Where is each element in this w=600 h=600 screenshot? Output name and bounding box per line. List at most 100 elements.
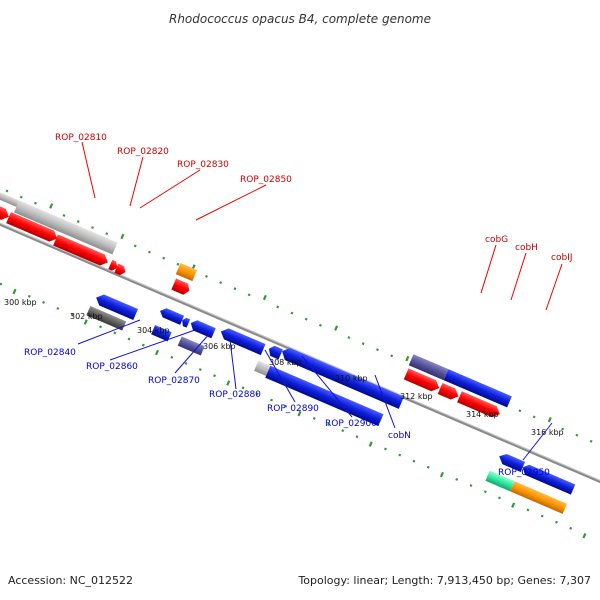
- tick-label: 308 kbp: [269, 358, 302, 367]
- tick-mark: [148, 250, 151, 254]
- tick-mark: [540, 514, 544, 518]
- reverse-label-lines: [77, 319, 553, 461]
- gene-rop-02855[interactable]: [171, 278, 191, 297]
- gene-rop-02800[interactable]: [0, 177, 20, 207]
- gene-label-rop-02860[interactable]: ROP_02860: [86, 362, 138, 372]
- tick-mark: [205, 275, 208, 278]
- leader-line: [195, 184, 267, 221]
- gene-label-rop-02840[interactable]: ROP_02840: [24, 348, 76, 358]
- gene-label-rop-02950[interactable]: ROP_02950: [498, 468, 550, 478]
- gene-rop-02880[interactable]: [177, 336, 205, 356]
- backbone: [0, 203, 600, 491]
- gene-rop-02870a[interactable]: [188, 318, 216, 339]
- tick-mark: [426, 465, 430, 469]
- gene-rop-02815[interactable]: [6, 212, 59, 244]
- leader-line: [545, 263, 563, 311]
- leader-line: [374, 374, 396, 429]
- gene-rop-02955[interactable]: [510, 481, 567, 514]
- tick-mark: [241, 386, 245, 390]
- leader-line: [229, 339, 237, 390]
- gene-rop-02825[interactable]: [108, 259, 119, 272]
- gene-rop-02865[interactable]: [180, 317, 191, 328]
- tick-mark: [555, 520, 558, 524]
- gene-rop-02905[interactable]: [254, 360, 271, 376]
- tick-mark: [355, 435, 359, 439]
- tick-mark: [483, 490, 487, 494]
- gene-rop-02890[interactable]: [218, 326, 266, 356]
- tick-mark: [141, 343, 145, 347]
- tick-mark: [233, 287, 237, 291]
- tick-mark: [532, 415, 536, 419]
- tick-mark: [155, 349, 159, 356]
- tick-mark: [0, 282, 3, 286]
- gene-rop-02830[interactable]: [114, 263, 127, 277]
- tick-label: 310 kbp: [335, 374, 368, 383]
- backbone-highlight: [0, 203, 600, 489]
- gene-label-rop-02870[interactable]: ROP_02870: [148, 376, 200, 386]
- gene-label-rop-02880[interactable]: ROP_02880: [209, 390, 261, 400]
- tick-mark: [219, 281, 223, 285]
- tick-mark: [270, 398, 273, 402]
- gene-label-rop-02810[interactable]: ROP_02810: [55, 133, 107, 143]
- gene-label-rop-02830[interactable]: ROP_02830: [177, 160, 229, 170]
- tick-mark: [561, 427, 565, 431]
- gene-label-cobh[interactable]: cobH: [515, 243, 538, 253]
- gene-rop-02860[interactable]: [158, 306, 185, 325]
- gene-rop-02900[interactable]: [279, 346, 404, 409]
- tick-mark: [334, 325, 339, 331]
- tick-mark: [5, 189, 9, 193]
- gene-label-cobn[interactable]: cobN: [388, 431, 411, 441]
- leader-line: [81, 141, 96, 199]
- gene-cobh-red[interactable]: [437, 382, 461, 402]
- gene-cobg-red[interactable]: [403, 368, 442, 393]
- tick-mark: [27, 294, 31, 298]
- tick-label: 306 kbp: [203, 342, 236, 351]
- gene-rop-02950[interactable]: [485, 470, 515, 492]
- tick-mark: [19, 195, 23, 199]
- gene-rop-02895[interactable]: [267, 344, 283, 360]
- gene-label-cobg[interactable]: cobG: [485, 235, 508, 245]
- leader-line: [109, 329, 196, 361]
- tick-label: 302 kbp: [70, 312, 103, 321]
- gene-cobn[interactable]: [265, 365, 384, 427]
- gene-rop-02840[interactable]: [86, 305, 127, 331]
- tick-mark: [247, 293, 251, 297]
- gene-cobg[interactable]: [408, 354, 449, 381]
- tick-mark: [170, 355, 174, 359]
- tick-mark: [368, 441, 373, 447]
- tick-mark: [569, 526, 573, 530]
- tick-mark: [127, 337, 131, 341]
- gene-label-rop-02850[interactable]: ROP_02850: [240, 175, 292, 185]
- gene-rop-02820[interactable]: [53, 234, 110, 267]
- tick-mark: [439, 471, 444, 478]
- tick-mark: [341, 429, 345, 433]
- tick-mark: [49, 203, 54, 209]
- tick-label: 316 kbp: [531, 428, 564, 437]
- gene-label-cobij[interactable]: cobIJ: [551, 253, 572, 263]
- tick-mark: [91, 226, 94, 230]
- gene-label-rop-02890[interactable]: ROP_02890: [267, 404, 319, 414]
- tick-mark: [412, 459, 416, 463]
- tick-label: 300 kbp: [4, 298, 37, 307]
- gene-rop-02850[interactable]: [175, 263, 198, 282]
- gene-rop-02945[interactable]: [520, 463, 576, 495]
- gene-cobij[interactable]: [457, 391, 502, 419]
- genome-track: [0, 177, 600, 539]
- gene-rop-02940[interactable]: [497, 452, 526, 472]
- gene-rop-02810[interactable]: [14, 200, 118, 255]
- tick-mark: [70, 313, 74, 317]
- tick-mark: [34, 201, 37, 205]
- leader-line: [264, 349, 296, 403]
- gene-label-rop-02900[interactable]: ROP_02900: [325, 419, 377, 429]
- gene-rop-02840a[interactable]: [94, 292, 139, 321]
- tick-mark: [582, 532, 587, 539]
- tick-mark: [589, 439, 593, 443]
- reverse-genes: [86, 292, 576, 514]
- gene-label-rop-02820[interactable]: ROP_02820: [117, 147, 169, 157]
- forward-tick-dots: [5, 189, 593, 443]
- genome-summary-text: Topology: linear; Length: 7,913,450 bp; …: [297, 574, 591, 587]
- gene-cobh[interactable]: [443, 369, 512, 408]
- leader-line: [510, 252, 527, 301]
- gene-rop-02870[interactable]: [151, 325, 172, 342]
- reverse-gene-labels: ROP_02840 ROP_02860 ROP_02870 ROP_02880 …: [24, 348, 550, 478]
